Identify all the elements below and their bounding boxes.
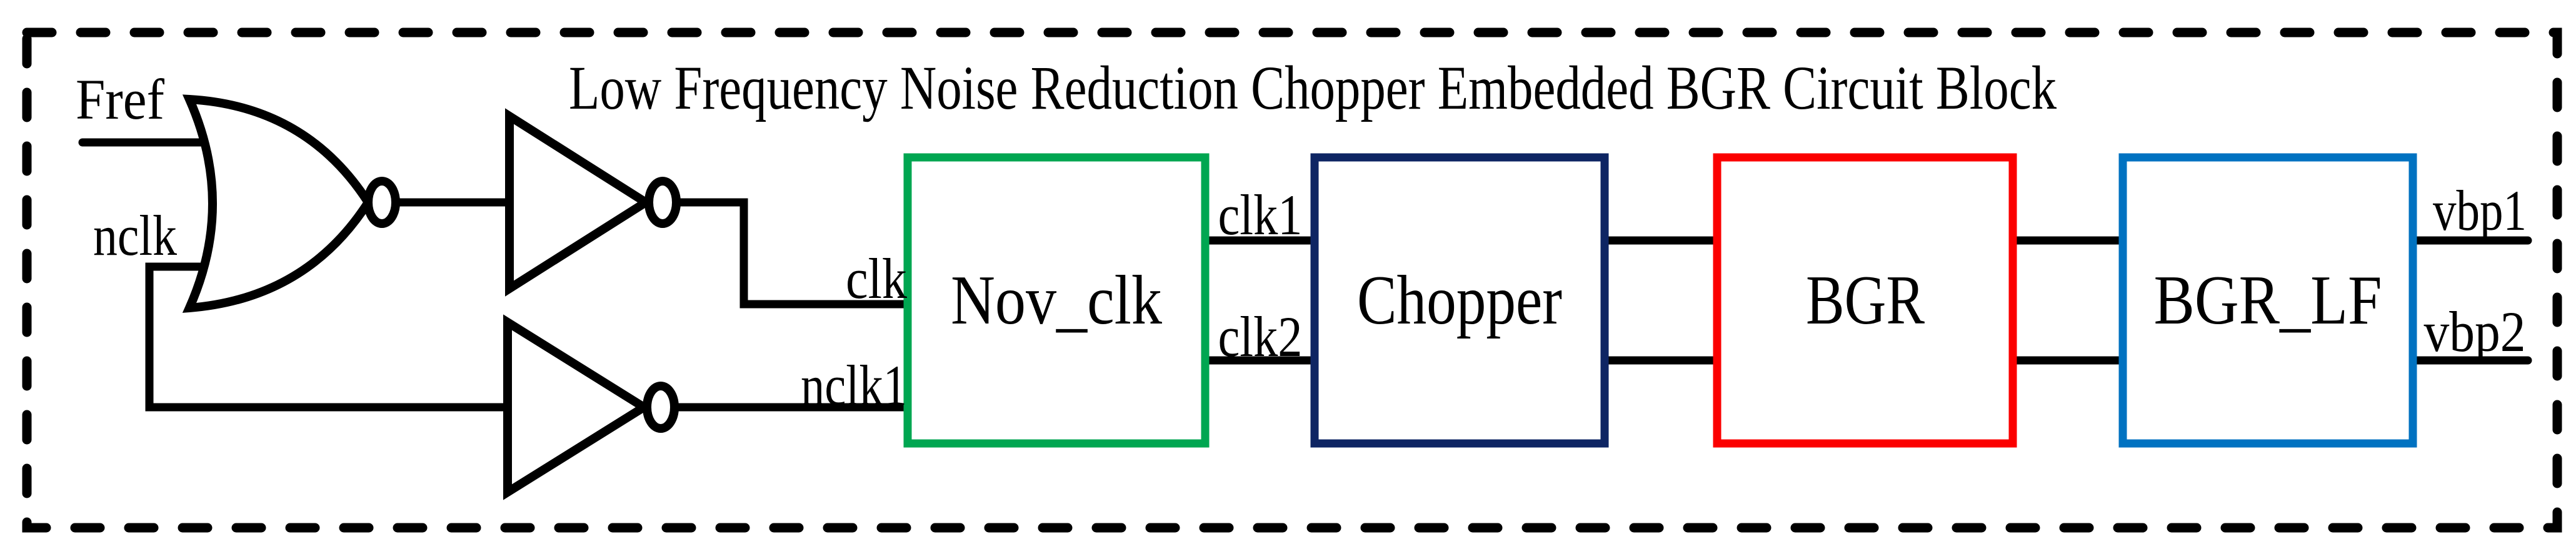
- nor-gate-icon: [182, 94, 400, 313]
- nor-gate-body: [182, 94, 374, 313]
- signal-label-clk: clk: [846, 247, 907, 310]
- inverter-icon-lower: [503, 314, 679, 500]
- dashed-boundary-box: [22, 27, 2562, 533]
- diagram-title: Low Frequency Noise Reduction Chopper Em…: [569, 53, 2057, 122]
- nclk-feedback-wire: [145, 262, 512, 412]
- block-bgr: [1713, 153, 2017, 448]
- clk-wire: [672, 198, 912, 309]
- block-label-nov-clk: Nov_clk: [951, 262, 1162, 339]
- block-nov-clk: [903, 153, 1210, 448]
- inverter-lower-bubble: [643, 382, 679, 433]
- signal-label-clk1: clk1: [1218, 183, 1303, 247]
- block-label-chopper: Chopper: [1357, 262, 1562, 339]
- signal-label-nclk1: nclk1: [801, 354, 907, 417]
- signal-label-fref: Fref: [76, 67, 164, 131]
- block-label-bgr: BGR: [1806, 262, 1925, 339]
- block-chopper: [1310, 153, 1609, 448]
- block-bgr-lf: [2118, 153, 2417, 448]
- inverter-lower-body: [503, 314, 653, 500]
- signal-label-nclk: nclk: [93, 204, 177, 267]
- inverter-upper-bubble: [644, 177, 681, 228]
- inverter-icon-upper: [505, 108, 681, 297]
- signal-label-clk2: clk2: [1218, 305, 1303, 368]
- signal-label-vbp2: vbp2: [2424, 300, 2526, 363]
- signal-label-vbp1: vbp1: [2433, 179, 2527, 242]
- inverter-upper-body: [505, 108, 654, 297]
- nor-gate-bubble: [364, 177, 400, 228]
- block-label-bgr-lf: BGR_LF: [2154, 262, 2382, 339]
